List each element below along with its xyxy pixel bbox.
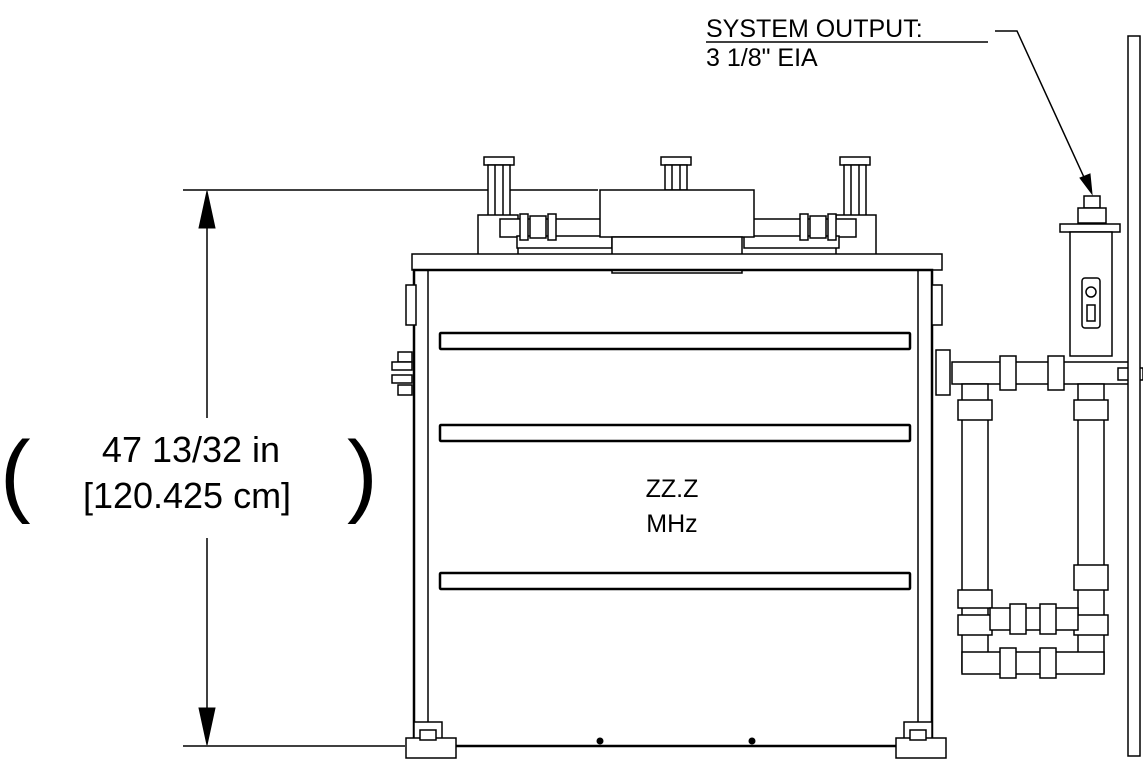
- left-input-port: [477, 156, 519, 256]
- left-hinge-upper: [405, 284, 417, 326]
- top-combiner-assembly: [477, 156, 877, 274]
- callout-detail: 3 1/8" EIA: [706, 44, 818, 72]
- right-foot: [895, 721, 947, 759]
- main-cabinet: ZZ.Z MHz: [391, 253, 951, 759]
- loop-inner-line: [989, 607, 1079, 631]
- left-line-flange: [519, 213, 557, 241]
- system-output-callout: SYSTEM OUTPUT: 3 1/8" EIA: [706, 15, 1093, 196]
- right-hinge-upper: [931, 284, 943, 326]
- output-manifold: [951, 361, 1131, 385]
- callout-title: SYSTEM OUTPUT:: [706, 15, 923, 43]
- left-latch-b: [397, 384, 413, 396]
- callout-arrowhead: [1079, 173, 1093, 196]
- paren-left: (: [0, 423, 31, 525]
- right-latch: [935, 349, 951, 396]
- combiner-box: [599, 189, 755, 238]
- dimension-metric: [120.425 cm]: [83, 475, 291, 516]
- vent-slot-middle: [438, 423, 912, 443]
- dimension-arrow-bottom: [198, 707, 216, 746]
- vent-slot-lower: [438, 571, 912, 591]
- output-flange: [1059, 223, 1121, 233]
- dimension-arrow-top: [198, 190, 216, 229]
- frequency-unit: MHz: [646, 510, 697, 538]
- output-line-assembly: [951, 35, 1143, 757]
- left-foot: [405, 721, 457, 759]
- left-latch-a: [397, 351, 413, 363]
- cabinet-top-rail: [411, 253, 943, 271]
- dimension-imperial: 47 13/32 in: [102, 429, 280, 470]
- callout-leader-line: [995, 30, 1089, 187]
- right-input-port: [835, 156, 877, 256]
- vent-slot-upper: [438, 331, 912, 351]
- right-lower-line: [743, 235, 840, 249]
- center-input-port: [660, 156, 692, 191]
- loop-bottom: [961, 651, 1105, 675]
- height-dimension: ( 47 13/32 in [120.425 cm] ): [0, 189, 598, 747]
- right-line-flange: [799, 213, 837, 241]
- paren-right: ): [347, 423, 378, 525]
- caster-bolt-left: [596, 737, 604, 745]
- caster-bolt-right: [748, 737, 756, 745]
- output-connector: [1083, 195, 1101, 209]
- cabinet-body: [412, 268, 934, 748]
- frequency-value: ZZ.Z: [646, 475, 699, 503]
- support-mast: [1127, 35, 1141, 757]
